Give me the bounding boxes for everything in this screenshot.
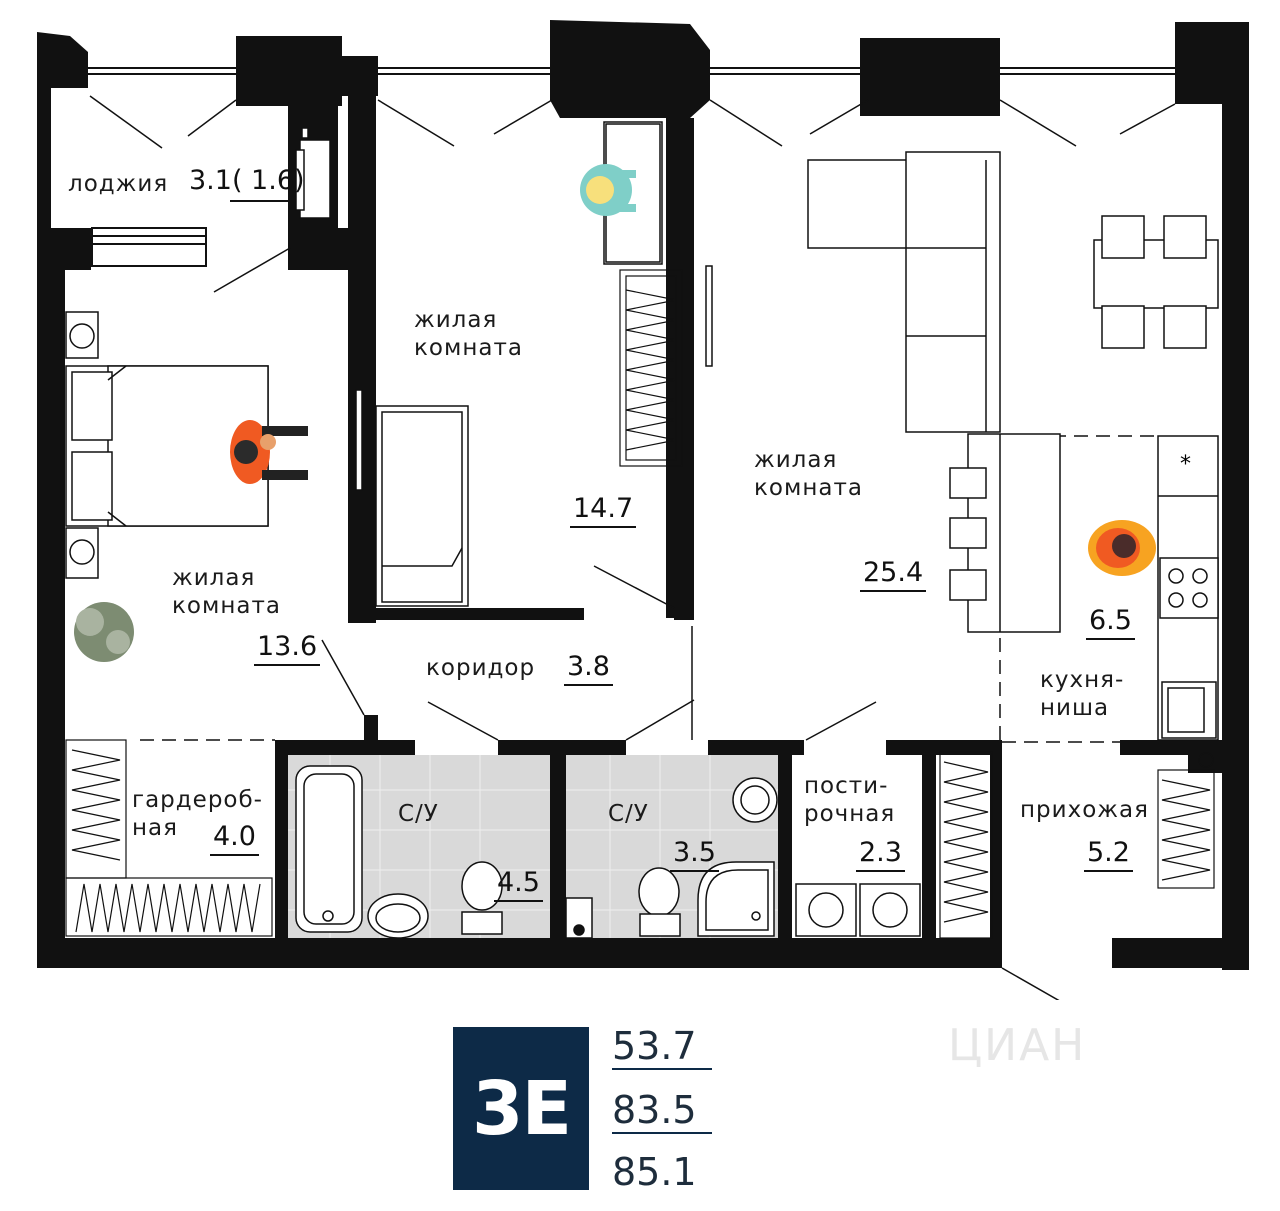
watermark: ЦИАН xyxy=(948,1020,1087,1071)
living-name: жилая комната xyxy=(754,447,863,501)
loggia-area-underline xyxy=(230,200,292,202)
loggia-area: 3.1( 1.6) xyxy=(189,165,305,196)
door-swings xyxy=(89,95,1176,1000)
bath2-name: С/У xyxy=(608,801,649,827)
laundry-name: пости- рочная xyxy=(804,773,896,827)
floor-plan xyxy=(37,20,1249,1000)
bedroom-mid-name: жилая комната xyxy=(414,307,523,361)
hall-area: 5.2 xyxy=(1084,838,1133,872)
wardrobe-name: гардероб- ная xyxy=(132,787,263,841)
person-kitchen-icon xyxy=(1088,520,1156,576)
hall-name: прихожая xyxy=(1020,797,1149,823)
corridor-area: 3.8 xyxy=(564,652,613,686)
window-lines xyxy=(88,67,1175,75)
living-area: 25.4 xyxy=(860,558,927,592)
bath2-area: 3.5 xyxy=(670,838,719,872)
bath1-name: С/У xyxy=(398,801,439,827)
corridor-name: коридор xyxy=(426,655,536,681)
bedroom-left-name: жилая комната xyxy=(172,565,281,619)
walls xyxy=(37,20,1249,970)
bedroom-left-area: 13.6 xyxy=(254,632,321,666)
kitchen-name: кухня- ниша xyxy=(1040,667,1125,721)
wardrobe-racks xyxy=(65,269,1215,939)
person-desk-icon xyxy=(580,164,636,216)
apartment-type-badge: 3Е xyxy=(453,1027,589,1190)
wardrobe-area: 4.0 xyxy=(210,822,259,856)
laundry-area: 2.3 xyxy=(856,838,905,872)
loggia-name: лоджия xyxy=(68,171,169,197)
bath1-area: 4.5 xyxy=(494,868,543,902)
living-area-total: 53.7 xyxy=(612,1024,712,1070)
plant-icon xyxy=(74,602,134,662)
person-bed-icon xyxy=(230,420,308,484)
total-area-with-loggia: 85.1 xyxy=(612,1150,697,1194)
bedroom-mid-area: 14.7 xyxy=(570,494,637,528)
stove-mark: * xyxy=(1180,452,1191,477)
kitchen-area: 6.5 xyxy=(1086,606,1135,640)
total-area: 83.5 xyxy=(612,1088,712,1134)
